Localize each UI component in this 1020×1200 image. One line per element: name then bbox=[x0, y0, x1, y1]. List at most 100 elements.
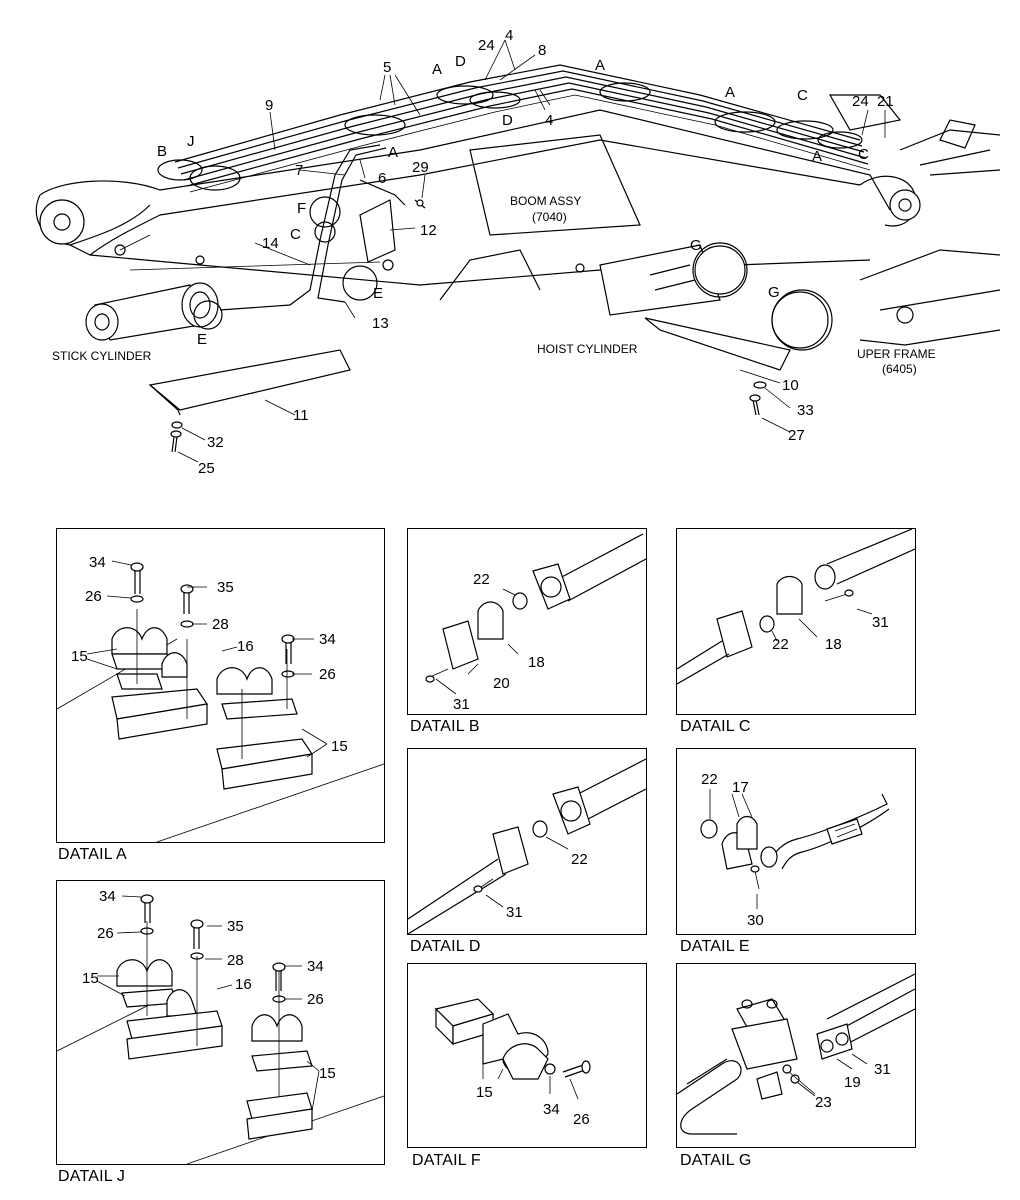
detail-e-caption: DATAIL E bbox=[680, 938, 750, 955]
letter-e-1: E bbox=[373, 285, 383, 302]
detail-a-callout-15-right: 15 bbox=[331, 738, 348, 755]
detail-b-callout-31: 31 bbox=[453, 696, 470, 713]
letter-c-3: C bbox=[858, 146, 869, 163]
detail-f-drawing: 15 34 26 bbox=[434, 998, 591, 1128]
detail-e-panel: 22 17 30 bbox=[676, 748, 916, 935]
callout-32: 32 bbox=[207, 434, 224, 451]
detail-g-drawing: 31 19 23 bbox=[677, 973, 915, 1135]
detail-j-callout-34-left: 34 bbox=[99, 888, 116, 905]
letter-e-2: E bbox=[197, 331, 207, 348]
callout-9: 9 bbox=[265, 97, 273, 114]
hoist-cylinder bbox=[599, 244, 829, 349]
detail-a-callout-28: 28 bbox=[212, 616, 229, 633]
detail-f-callout-26: 26 bbox=[573, 1111, 590, 1128]
detail-f-panel: 15 34 26 bbox=[407, 963, 647, 1148]
detail-j-callout-35: 35 bbox=[227, 918, 244, 935]
bolts bbox=[170, 199, 767, 453]
callout-13: 13 bbox=[372, 315, 389, 332]
callout-4-top: 4 bbox=[505, 27, 513, 44]
detail-c-callout-22: 22 bbox=[772, 636, 789, 653]
callout-12: 12 bbox=[420, 222, 437, 239]
detail-f-callout-34: 34 bbox=[543, 1101, 560, 1118]
hydraulic-lines bbox=[174, 64, 871, 193]
letter-c-1: C bbox=[290, 226, 301, 243]
detail-g-caption: DATAIL G bbox=[680, 1152, 752, 1169]
detail-j-callout-28: 28 bbox=[227, 952, 244, 969]
letter-f-1: F bbox=[297, 200, 306, 217]
stick-cylinder-label: STICK CYLINDER bbox=[52, 349, 152, 363]
detail-markers bbox=[157, 82, 863, 351]
detail-a-callout-35: 35 bbox=[217, 579, 234, 596]
detail-g-panel: 31 19 23 bbox=[676, 963, 916, 1148]
letter-b-1: B bbox=[157, 143, 167, 160]
letter-g-1: G bbox=[690, 237, 702, 254]
boom-assembly-illustration: BOOM ASSY (7040) STICK CYLINDER HOIST CY… bbox=[0, 0, 1020, 500]
detail-e-callout-17: 17 bbox=[732, 779, 749, 796]
detail-b-callout-22: 22 bbox=[473, 571, 490, 588]
boom-assy-label: BOOM ASSY bbox=[510, 194, 581, 208]
letter-j-1: J bbox=[187, 133, 195, 150]
detail-b-drawing: 22 18 20 31 bbox=[425, 533, 646, 713]
callout-10: 10 bbox=[782, 377, 799, 394]
detail-d-callout-31: 31 bbox=[506, 904, 523, 921]
letter-a-3: A bbox=[595, 57, 605, 74]
callout-27: 27 bbox=[788, 427, 805, 444]
detail-j-callout-15-right: 15 bbox=[319, 1065, 336, 1082]
leader-lines bbox=[177, 39, 886, 463]
detail-j-callout-34-right: 34 bbox=[307, 958, 324, 975]
detail-g-callout-23: 23 bbox=[815, 1094, 832, 1111]
detail-j-callout-26-right: 26 bbox=[307, 991, 324, 1008]
upper-frame-label: UPER FRAME bbox=[857, 347, 936, 361]
boom-assembly-drawing: BOOM ASSY (7040) STICK CYLINDER HOIST CY… bbox=[35, 27, 1001, 477]
callout-4-bottom: 4 bbox=[545, 112, 553, 129]
detail-f-callout-15: 15 bbox=[476, 1084, 493, 1101]
letter-c-2: C bbox=[797, 87, 808, 104]
detail-c-callout-31: 31 bbox=[872, 614, 889, 631]
detail-j-caption: DATAIL J bbox=[58, 1168, 126, 1185]
letter-a-5: A bbox=[812, 148, 822, 165]
callout-7: 7 bbox=[295, 162, 303, 179]
detail-j-callout-16: 16 bbox=[235, 976, 252, 993]
detail-a-caption: DATAIL A bbox=[58, 846, 127, 863]
detail-j-drawing: 34 26 35 28 15 16 34 26 15 bbox=[57, 888, 384, 1164]
detail-g-callout-19: 19 bbox=[844, 1074, 861, 1091]
callout-21: 21 bbox=[877, 93, 894, 110]
stick-cylinder bbox=[85, 282, 219, 341]
detail-b-callout-20: 20 bbox=[493, 675, 510, 692]
letter-a-2: A bbox=[388, 144, 398, 161]
detail-c-caption: DATAIL C bbox=[680, 718, 751, 735]
detail-a-callout-26-left: 26 bbox=[85, 588, 102, 605]
detail-c-panel: 31 22 18 bbox=[676, 528, 916, 715]
boom-body bbox=[35, 109, 921, 301]
detail-a-callout-34-right: 34 bbox=[319, 631, 336, 648]
detail-d-panel: 22 31 bbox=[407, 748, 647, 935]
detail-b-caption: DATAIL B bbox=[410, 718, 480, 735]
detail-d-drawing: 22 31 bbox=[408, 758, 646, 934]
letter-d-1: D bbox=[455, 53, 466, 70]
callout-33: 33 bbox=[797, 402, 814, 419]
guard-plates bbox=[148, 199, 791, 416]
detail-d-callout-22: 22 bbox=[571, 851, 588, 868]
upper-frame bbox=[828, 94, 1001, 346]
detail-c-callout-18: 18 bbox=[825, 636, 842, 653]
hoist-cylinder-label: HOIST CYLINDER bbox=[537, 342, 638, 356]
detail-b-panel: 22 18 20 31 bbox=[407, 528, 647, 715]
detail-f-caption: DATAIL F bbox=[412, 1152, 481, 1169]
callout-14: 14 bbox=[262, 235, 279, 252]
detail-d-caption: DATAIL D bbox=[410, 938, 481, 955]
detail-j-callout-26-left: 26 bbox=[97, 925, 114, 942]
boom-assy-code: (7040) bbox=[532, 210, 567, 224]
callout-25: 25 bbox=[198, 460, 215, 477]
upper-frame-code: (6405) bbox=[882, 362, 917, 376]
detail-c-drawing: 31 22 18 bbox=[677, 529, 915, 685]
detail-a-panel: 34 26 35 28 15 16 34 26 15 bbox=[56, 528, 385, 843]
detail-g-callout-31: 31 bbox=[874, 1061, 891, 1078]
detail-e-callout-22: 22 bbox=[701, 771, 718, 788]
callout-8: 8 bbox=[538, 42, 546, 59]
letter-d-2: D bbox=[502, 112, 513, 129]
detail-j-callout-15-left: 15 bbox=[82, 970, 99, 987]
callout-11: 11 bbox=[293, 407, 309, 424]
callout-24-right: 24 bbox=[852, 93, 869, 110]
callout-5: 5 bbox=[383, 59, 391, 76]
letter-g-2: G bbox=[768, 284, 780, 301]
